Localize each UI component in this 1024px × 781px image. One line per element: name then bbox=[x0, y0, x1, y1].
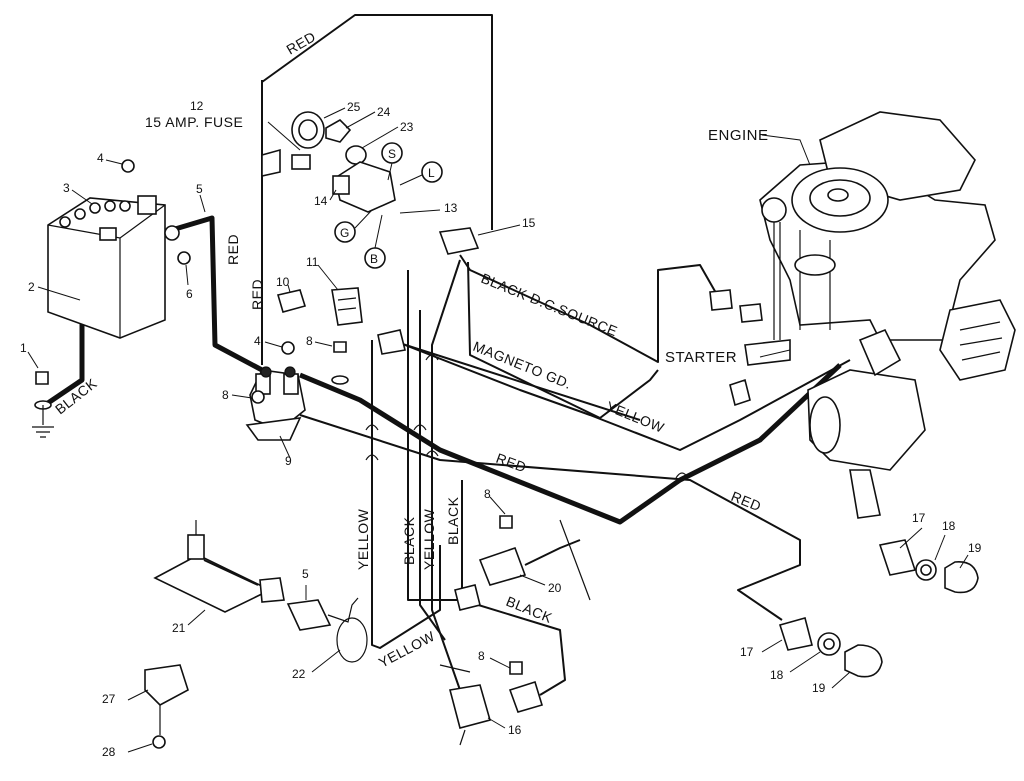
callout-20: 20 bbox=[548, 581, 562, 595]
label-black-v1: BLACK bbox=[401, 516, 417, 565]
letter-g: G bbox=[340, 226, 349, 240]
letter-b: B bbox=[370, 252, 378, 266]
light-assembly-upper bbox=[878, 539, 979, 594]
callout-leaders bbox=[27, 107, 969, 753]
battery bbox=[47, 195, 166, 339]
letter-l: L bbox=[428, 166, 435, 180]
connector-5 bbox=[286, 597, 368, 663]
callout-27: 27 bbox=[102, 692, 116, 706]
label-yellow-engine: YELLOW bbox=[604, 398, 667, 436]
callout-13: 13 bbox=[444, 201, 458, 215]
label-fuse: 15 AMP. FUSE bbox=[145, 114, 243, 130]
callout-3: 3 bbox=[63, 181, 70, 195]
label-yellow-v2: YELLOW bbox=[421, 508, 437, 570]
callout-2: 2 bbox=[28, 280, 35, 294]
starter-solenoid bbox=[245, 341, 306, 441]
callout-18b: 18 bbox=[770, 668, 784, 682]
callout-17a: 17 bbox=[912, 511, 926, 525]
label-black-v2: BLACK bbox=[445, 496, 461, 545]
callout-11: 11 bbox=[306, 255, 319, 269]
callout-9: 9 bbox=[285, 454, 292, 468]
callout-28: 28 bbox=[102, 745, 116, 759]
label-starter: STARTER bbox=[665, 349, 737, 366]
callout-19a: 19 bbox=[968, 541, 982, 555]
callout-23: 23 bbox=[400, 120, 414, 134]
callout-14: 14 bbox=[314, 194, 328, 208]
callout-19b: 19 bbox=[812, 681, 826, 695]
callout-17b: 17 bbox=[740, 645, 754, 659]
callout-1: 1 bbox=[20, 341, 27, 355]
callout-8d: 8 bbox=[478, 649, 485, 663]
callout-5b: 5 bbox=[302, 567, 309, 581]
label-dc-source: BLACK D.C.SOURCE bbox=[479, 270, 620, 339]
switch-part-11 bbox=[331, 287, 363, 326]
callout-15: 15 bbox=[522, 216, 536, 230]
label-yellow-v1: YELLOW bbox=[355, 508, 371, 570]
harness-connectors bbox=[377, 227, 763, 355]
label-yellow-lower: YELLOW bbox=[376, 628, 438, 671]
connector-20 bbox=[454, 515, 527, 611]
callout-8b: 8 bbox=[222, 388, 229, 402]
callout-12: 12 bbox=[190, 99, 204, 113]
label-magneto: MAGNETO GD. bbox=[471, 338, 574, 392]
letter-s: S bbox=[388, 147, 396, 161]
callout-8a: 8 bbox=[306, 334, 313, 348]
callout-8c: 8 bbox=[484, 487, 491, 501]
switch-21 bbox=[153, 520, 285, 613]
label-engine: ENGINE bbox=[708, 127, 769, 144]
callout-5a: 5 bbox=[196, 182, 203, 196]
engine bbox=[729, 111, 1016, 519]
switch-16 bbox=[439, 661, 544, 746]
callout-21: 21 bbox=[172, 621, 186, 635]
ignition-switch bbox=[291, 111, 443, 269]
light-assembly-lower bbox=[778, 617, 883, 678]
connector-8-a bbox=[331, 341, 349, 385]
callout-24: 24 bbox=[377, 105, 391, 119]
fuse-part-10 bbox=[276, 289, 307, 313]
bracket-27 bbox=[144, 664, 189, 749]
callout-25: 25 bbox=[347, 100, 361, 114]
fuse-holder bbox=[261, 121, 311, 177]
callout-numbers: 1 2 3 4 5 6 4 8 8 9 10 11 12 13 14 15 23… bbox=[20, 99, 982, 759]
callout-4a: 4 bbox=[97, 151, 104, 165]
callout-22: 22 bbox=[292, 667, 306, 681]
callout-16: 16 bbox=[508, 723, 522, 737]
label-red-left: RED bbox=[249, 279, 265, 310]
callout-4b: 4 bbox=[254, 334, 261, 348]
callout-10: 10 bbox=[276, 275, 290, 289]
battery-hardware bbox=[32, 159, 191, 438]
label-red-battery: RED bbox=[225, 234, 241, 265]
callout-6: 6 bbox=[186, 287, 193, 301]
callout-18a: 18 bbox=[942, 519, 956, 533]
wiring-harness bbox=[43, 14, 851, 696]
